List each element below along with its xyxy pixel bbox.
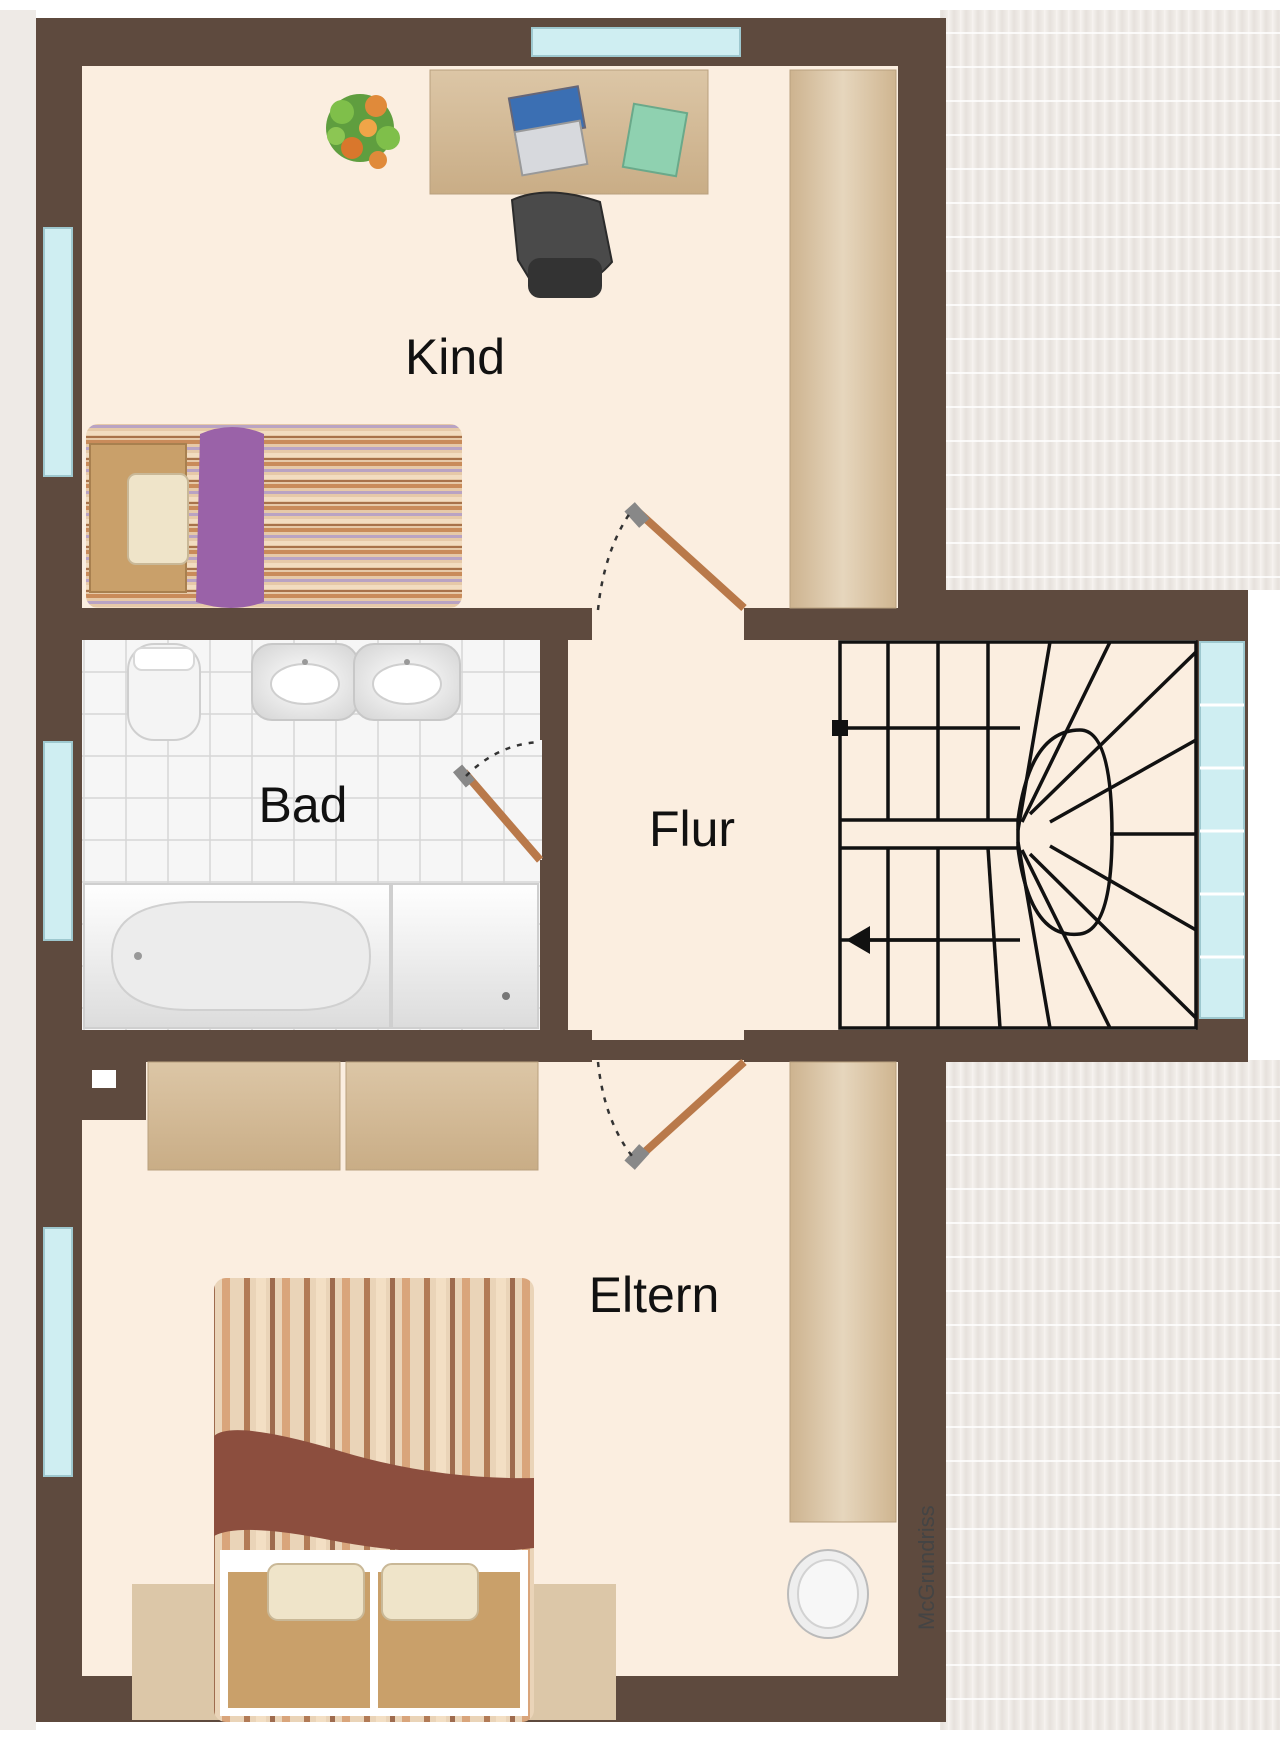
wall-kind-bad [36,608,592,640]
wall-flur-eltern-right [744,1030,1248,1062]
window-bad-left [43,741,73,941]
wall-kind-flur-right [744,608,1248,640]
window-top [531,27,741,57]
window-kind-left [43,227,73,477]
eltern-dresser [147,1061,539,1171]
kind-wardrobe [789,69,897,609]
roof-left-strip [0,10,36,1730]
door-kind[interactable] [596,502,747,611]
roof-top-right [940,10,1280,590]
room-label-flur: Flur [649,801,735,857]
stair-start-marker [832,720,848,736]
roof-bottom-right [940,1060,1280,1730]
wall-bad-eltern [36,1030,592,1062]
shower-icon [391,883,539,1029]
kind-bed [86,424,462,608]
wall-bad-flur-bottom [540,860,568,1030]
notebook-icon [621,102,689,178]
double-sink-icon [251,643,461,721]
window-eltern-left [43,1227,73,1477]
plant-icon [326,94,400,169]
flur-floor [568,610,836,1040]
credit-text: McGrundriss [914,1505,939,1630]
eltern-wardrobe [789,1061,897,1523]
laundry-basket-icon [787,1549,869,1639]
stair-direction-arrow-icon [846,926,940,954]
door-eltern[interactable] [596,1059,747,1170]
office-chair-icon [510,191,614,298]
room-label-eltern: Eltern [589,1267,720,1323]
room-label-bad: Bad [259,777,348,833]
room-label-kind: Kind [405,329,505,385]
toilet-icon [127,643,201,741]
wall-bad-flur-top [540,640,568,740]
door-bad[interactable] [452,740,544,863]
eltern-wall-notch [36,1060,146,1120]
bathtub-icon [83,883,391,1029]
window-stair-right [1199,641,1245,1019]
eltern-bed [132,1278,616,1722]
wall-vent [92,1070,116,1088]
laptop-icon [507,85,589,177]
